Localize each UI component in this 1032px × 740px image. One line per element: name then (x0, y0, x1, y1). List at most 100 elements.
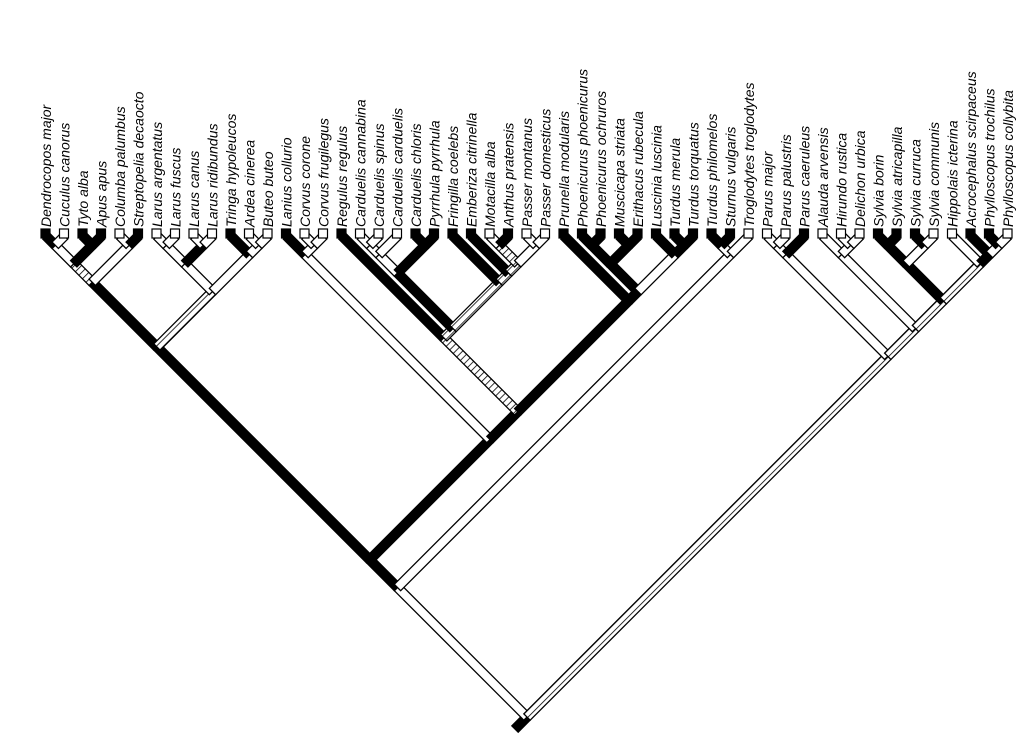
taxon-label-50: Acrocephalus scirpaceus (963, 71, 979, 228)
taxon-label-38: Troglodytes troglodytes (741, 83, 757, 227)
branch-n5 (88, 278, 162, 352)
taxon-label-16: Regulus regulus (334, 126, 350, 227)
taxon-label-13: Lanius collurio (279, 137, 295, 227)
taxon-box-20 (410, 228, 421, 239)
taxon-label-10: Tringa hypoleucos (223, 114, 239, 227)
taxon-label-8: Larus canus (186, 151, 202, 227)
taxon-label-21: Pyrrhula pyrrhula (427, 120, 443, 227)
taxon-label-33: Luscinia luscinia (649, 125, 665, 227)
taxon-box-31 (613, 228, 625, 239)
taxon-label-40: Parus palustris (778, 134, 794, 227)
taxon-label-36: Turdus philomelos (704, 114, 720, 227)
taxon-box-38 (743, 228, 754, 239)
taxon-label-31: Muscicapa striata (612, 118, 628, 227)
taxon-box-32 (632, 228, 643, 239)
taxon-box-26 (521, 228, 532, 239)
taxon-label-18: Carduelis spinus (371, 124, 387, 228)
taxon-label-27: Passer domesticus (538, 109, 554, 227)
branch-leaf-23 (467, 231, 513, 278)
taxon-box-28 (558, 228, 569, 239)
branch-leaf-49 (948, 231, 985, 268)
taxon-label-0: Dendrocopos major (38, 103, 54, 227)
taxon-label-30: Phoenicurus ochruros (593, 91, 609, 227)
taxon-label-34: Turdus merula (667, 138, 683, 227)
taxon-box-19 (391, 228, 403, 239)
taxon-box-34 (669, 228, 680, 239)
taxon-box-6 (151, 228, 162, 239)
taxon-label-3: Apus apus (94, 161, 110, 228)
taxon-box-39 (761, 228, 773, 239)
taxon-box-11 (243, 228, 255, 239)
taxon-label-28: Prunella modularis (556, 111, 572, 227)
taxon-label-1: Cuculus canorus (57, 123, 73, 227)
branch-n10 (152, 287, 217, 352)
taxon-box-49 (946, 228, 958, 239)
taxon-box-27 (539, 228, 551, 239)
taxon-label-5: Streptopelia decaocto (131, 91, 147, 227)
taxon-box-3 (95, 228, 107, 239)
taxon-box-14 (299, 228, 310, 239)
taxon-box-45 (872, 228, 884, 239)
taxon-label-41: Parus caeruleus (797, 126, 813, 227)
taxon-label-29: Phoenicurus phoenicurus (575, 69, 591, 227)
taxon-box-22 (447, 228, 458, 239)
taxon-box-51 (983, 228, 995, 239)
taxon-label-24: Motacilla alba (482, 141, 498, 227)
taxon-label-39: Parus major (760, 150, 776, 227)
taxon-label-47: Sylvia curruca (908, 139, 924, 227)
taxon-box-12 (262, 228, 273, 239)
taxon-box-8 (188, 228, 199, 239)
branches-layer (41, 231, 1013, 734)
branch-n38 (393, 250, 735, 592)
taxon-box-44 (854, 228, 865, 239)
taxon-box-2 (77, 228, 88, 239)
taxon-box-13 (280, 228, 292, 239)
taxon-box-37 (724, 228, 736, 239)
taxon-box-52 (1002, 228, 1013, 239)
taxon-label-44: Delichon urbica (852, 130, 868, 227)
taxon-label-26: Passer montanus (519, 118, 535, 227)
taxon-label-25: Anthus pratensis (501, 123, 517, 228)
taxon-label-14: Corvus corone (297, 136, 313, 227)
taxon-box-16 (336, 228, 347, 239)
taxon-label-4: Columba palumbus (112, 106, 128, 227)
taxon-label-42: Alauda arvensis (815, 127, 831, 228)
leaf-boxes-layer (40, 228, 1013, 239)
taxon-box-9 (206, 228, 218, 239)
taxon-box-42 (817, 228, 828, 239)
branch-leaf-22 (448, 231, 504, 287)
taxon-label-52: Phylloscopus collybita (1000, 90, 1016, 227)
taxon-label-35: Turdus torquatus (686, 122, 702, 227)
taxon-label-6: Larus argentatus (149, 122, 165, 227)
taxon-label-19: Carduelis carduelis (390, 108, 406, 227)
taxon-box-47 (909, 228, 921, 239)
taxon-box-46 (891, 228, 902, 239)
taxon-box-21 (428, 228, 440, 239)
taxon-box-41 (798, 228, 810, 239)
taxon-label-49: Hippolais icterina (945, 120, 961, 227)
taxon-label-17: Carduelis cannabina (353, 99, 369, 227)
taxon-label-48: Sylvia communis (926, 122, 942, 227)
taxon-label-23: Emberiza citrinella (464, 112, 480, 227)
taxon-label-9: Larus ridibundus (205, 123, 221, 227)
taxon-box-4 (114, 228, 125, 239)
branch-n2 (393, 583, 532, 722)
branch-n26 (448, 278, 504, 333)
branch-leaf-16 (337, 231, 448, 342)
taxon-box-18 (373, 228, 384, 239)
taxon-label-37: Sturnus vulgaris (723, 127, 739, 227)
taxon-box-48 (928, 228, 939, 239)
taxon-box-23 (465, 228, 477, 239)
taxon-label-51: Phylloscopus trochilus (982, 88, 998, 227)
taxon-box-5 (132, 228, 144, 239)
taxon-box-25 (502, 228, 514, 239)
taxon-box-36 (706, 228, 717, 239)
taxon-box-33 (650, 228, 662, 239)
taxon-label-22: Fringilla coelebs (445, 126, 461, 227)
taxon-box-35 (687, 228, 699, 239)
taxon-label-11: Ardea cinerea (242, 140, 258, 228)
branch-n4 (152, 342, 374, 564)
